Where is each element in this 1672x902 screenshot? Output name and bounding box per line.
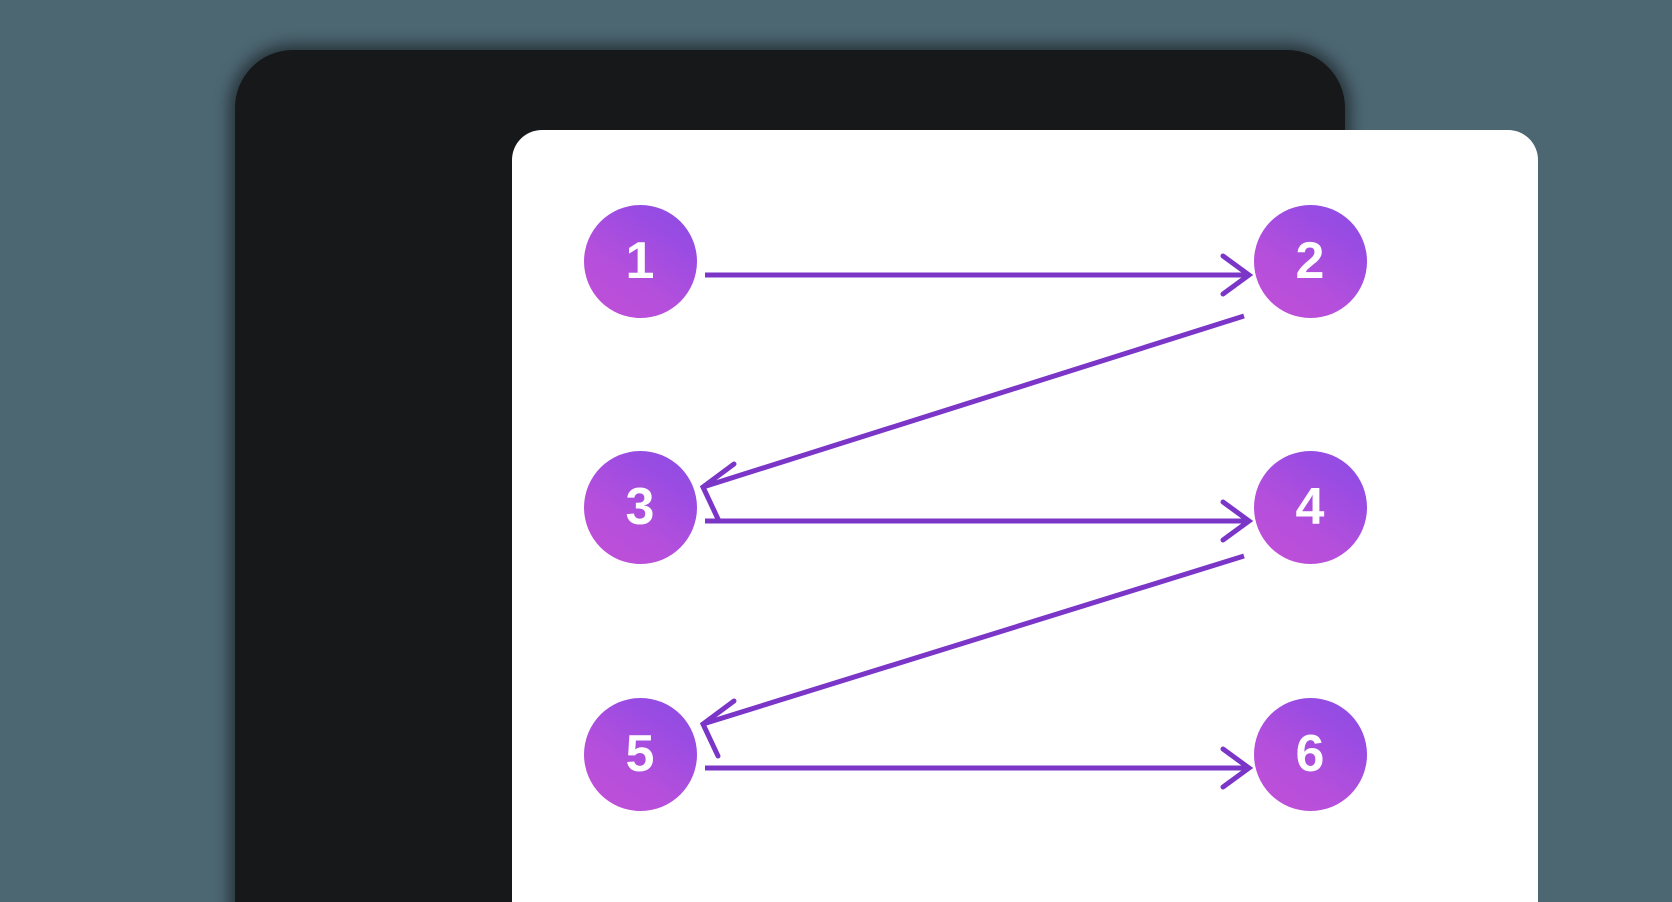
device-screen-surface: 1 2 3 4 5 6 [512, 130, 1538, 902]
edge-3-to-4[interactable] [705, 499, 1254, 543]
edge-5-to-6-arrowhead [1220, 746, 1254, 790]
graph-node-6-label: 6 [1295, 725, 1325, 783]
graph-node-4-label: 4 [1295, 478, 1325, 536]
graph-node-5[interactable]: 5 [583, 697, 697, 811]
edge-4-to-5-arrowhead [699, 698, 737, 759]
graph-node-5-label: 5 [625, 725, 655, 783]
edge-4-to-5[interactable] [699, 553, 1245, 759]
edge-2-to-3-line [702, 313, 1245, 490]
graph-node-1[interactable]: 1 [583, 204, 697, 318]
graph-node-2[interactable]: 2 [1253, 204, 1367, 318]
device-frame-bezel: 1 2 3 4 5 6 [235, 50, 1538, 902]
edge-1-to-2-arrowhead [1220, 253, 1254, 297]
diagram-canvas[interactable]: 1 2 3 4 5 6 [512, 130, 1538, 902]
edge-2-to-3-arrowhead [699, 461, 737, 522]
graph-node-2-label: 2 [1295, 232, 1325, 290]
graph-node-6[interactable]: 6 [1253, 697, 1367, 811]
graph-node-3-label: 3 [625, 478, 655, 536]
graph-node-4[interactable]: 4 [1253, 450, 1367, 564]
edge-4-to-5-line [702, 553, 1245, 727]
edge-1-to-2[interactable] [705, 253, 1254, 297]
edge-3-to-4-arrowhead [1220, 499, 1254, 543]
graph-node-3[interactable]: 3 [583, 450, 697, 564]
graph-node-1-label: 1 [625, 232, 655, 290]
edge-5-to-6[interactable] [705, 746, 1254, 790]
edge-2-to-3[interactable] [699, 313, 1245, 522]
